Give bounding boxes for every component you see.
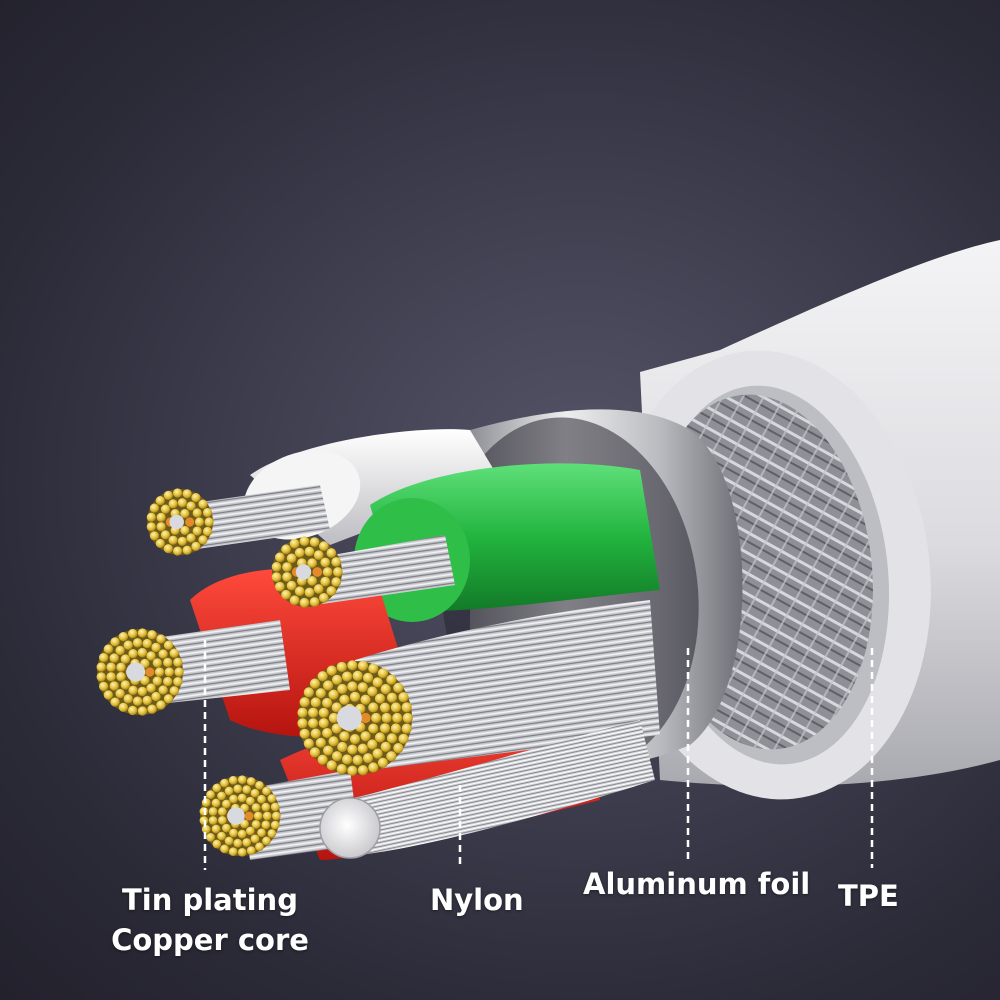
conductor-end-red-bottom [199, 775, 281, 857]
nylon-label: Nylon [430, 883, 524, 917]
tpe-label: TPE [838, 879, 899, 913]
conductor-end-green [271, 536, 343, 608]
copper-core-label: Copper core [111, 923, 309, 957]
conductor-end-large [297, 660, 413, 776]
nylon-filler [345, 720, 655, 855]
aluminum-foil-label: Aluminum foil [583, 867, 811, 901]
tin-copper-label: Tin plating Copper core [100, 880, 320, 960]
conductor-ends [96, 488, 413, 857]
conductor-end-red-top [96, 628, 184, 716]
tin-plating-label: Tin plating [122, 883, 298, 917]
conductor-end-white [146, 488, 214, 556]
callout-lines [203, 640, 874, 870]
